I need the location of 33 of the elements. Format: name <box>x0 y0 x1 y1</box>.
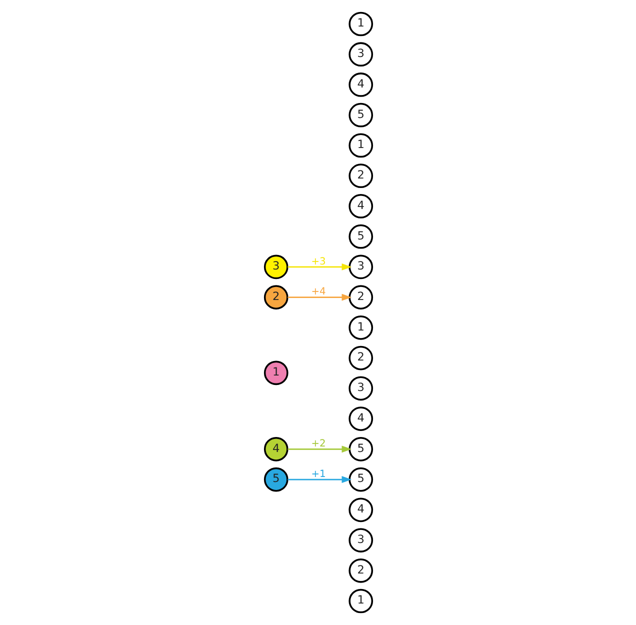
edge-label: +1 <box>310 468 326 480</box>
node-circle: 5 <box>348 102 373 128</box>
arrow <box>287 263 352 270</box>
node-circle: 3 <box>348 254 373 280</box>
node-circle: 2 <box>348 285 373 310</box>
edge-label: +2 <box>310 438 326 450</box>
node-circle: 2 <box>348 164 373 188</box>
node-circle: 3 <box>263 254 288 280</box>
node-circle: 2 <box>348 346 373 370</box>
node-circle: 5 <box>348 436 373 462</box>
node-circle: 4 <box>348 194 373 218</box>
arrow <box>287 476 352 483</box>
node-circle: 2 <box>263 285 288 310</box>
arrow <box>287 294 352 301</box>
node-circle: 4 <box>263 436 288 462</box>
node-circle: 4 <box>348 72 373 97</box>
arrow <box>287 446 352 453</box>
node-circle: 1 <box>348 133 373 158</box>
edge-label: +4 <box>310 286 326 298</box>
node-circle: 1 <box>348 316 373 340</box>
node-circle: 3 <box>348 42 373 67</box>
node-circle: 3 <box>348 528 373 552</box>
edge-label: +3 <box>310 256 326 268</box>
node-circle: 1 <box>348 588 373 614</box>
node-circle: 3 <box>348 376 373 401</box>
node-circle: 4 <box>348 498 373 522</box>
node-circle: 5 <box>348 224 373 249</box>
node-circle: 1 <box>263 360 288 386</box>
node-circle: 2 <box>348 558 373 583</box>
node-circle: 5 <box>263 467 288 492</box>
node-circle: 1 <box>348 12 373 36</box>
node-circle: 5 <box>348 467 373 492</box>
node-circle: 4 <box>348 406 373 431</box>
